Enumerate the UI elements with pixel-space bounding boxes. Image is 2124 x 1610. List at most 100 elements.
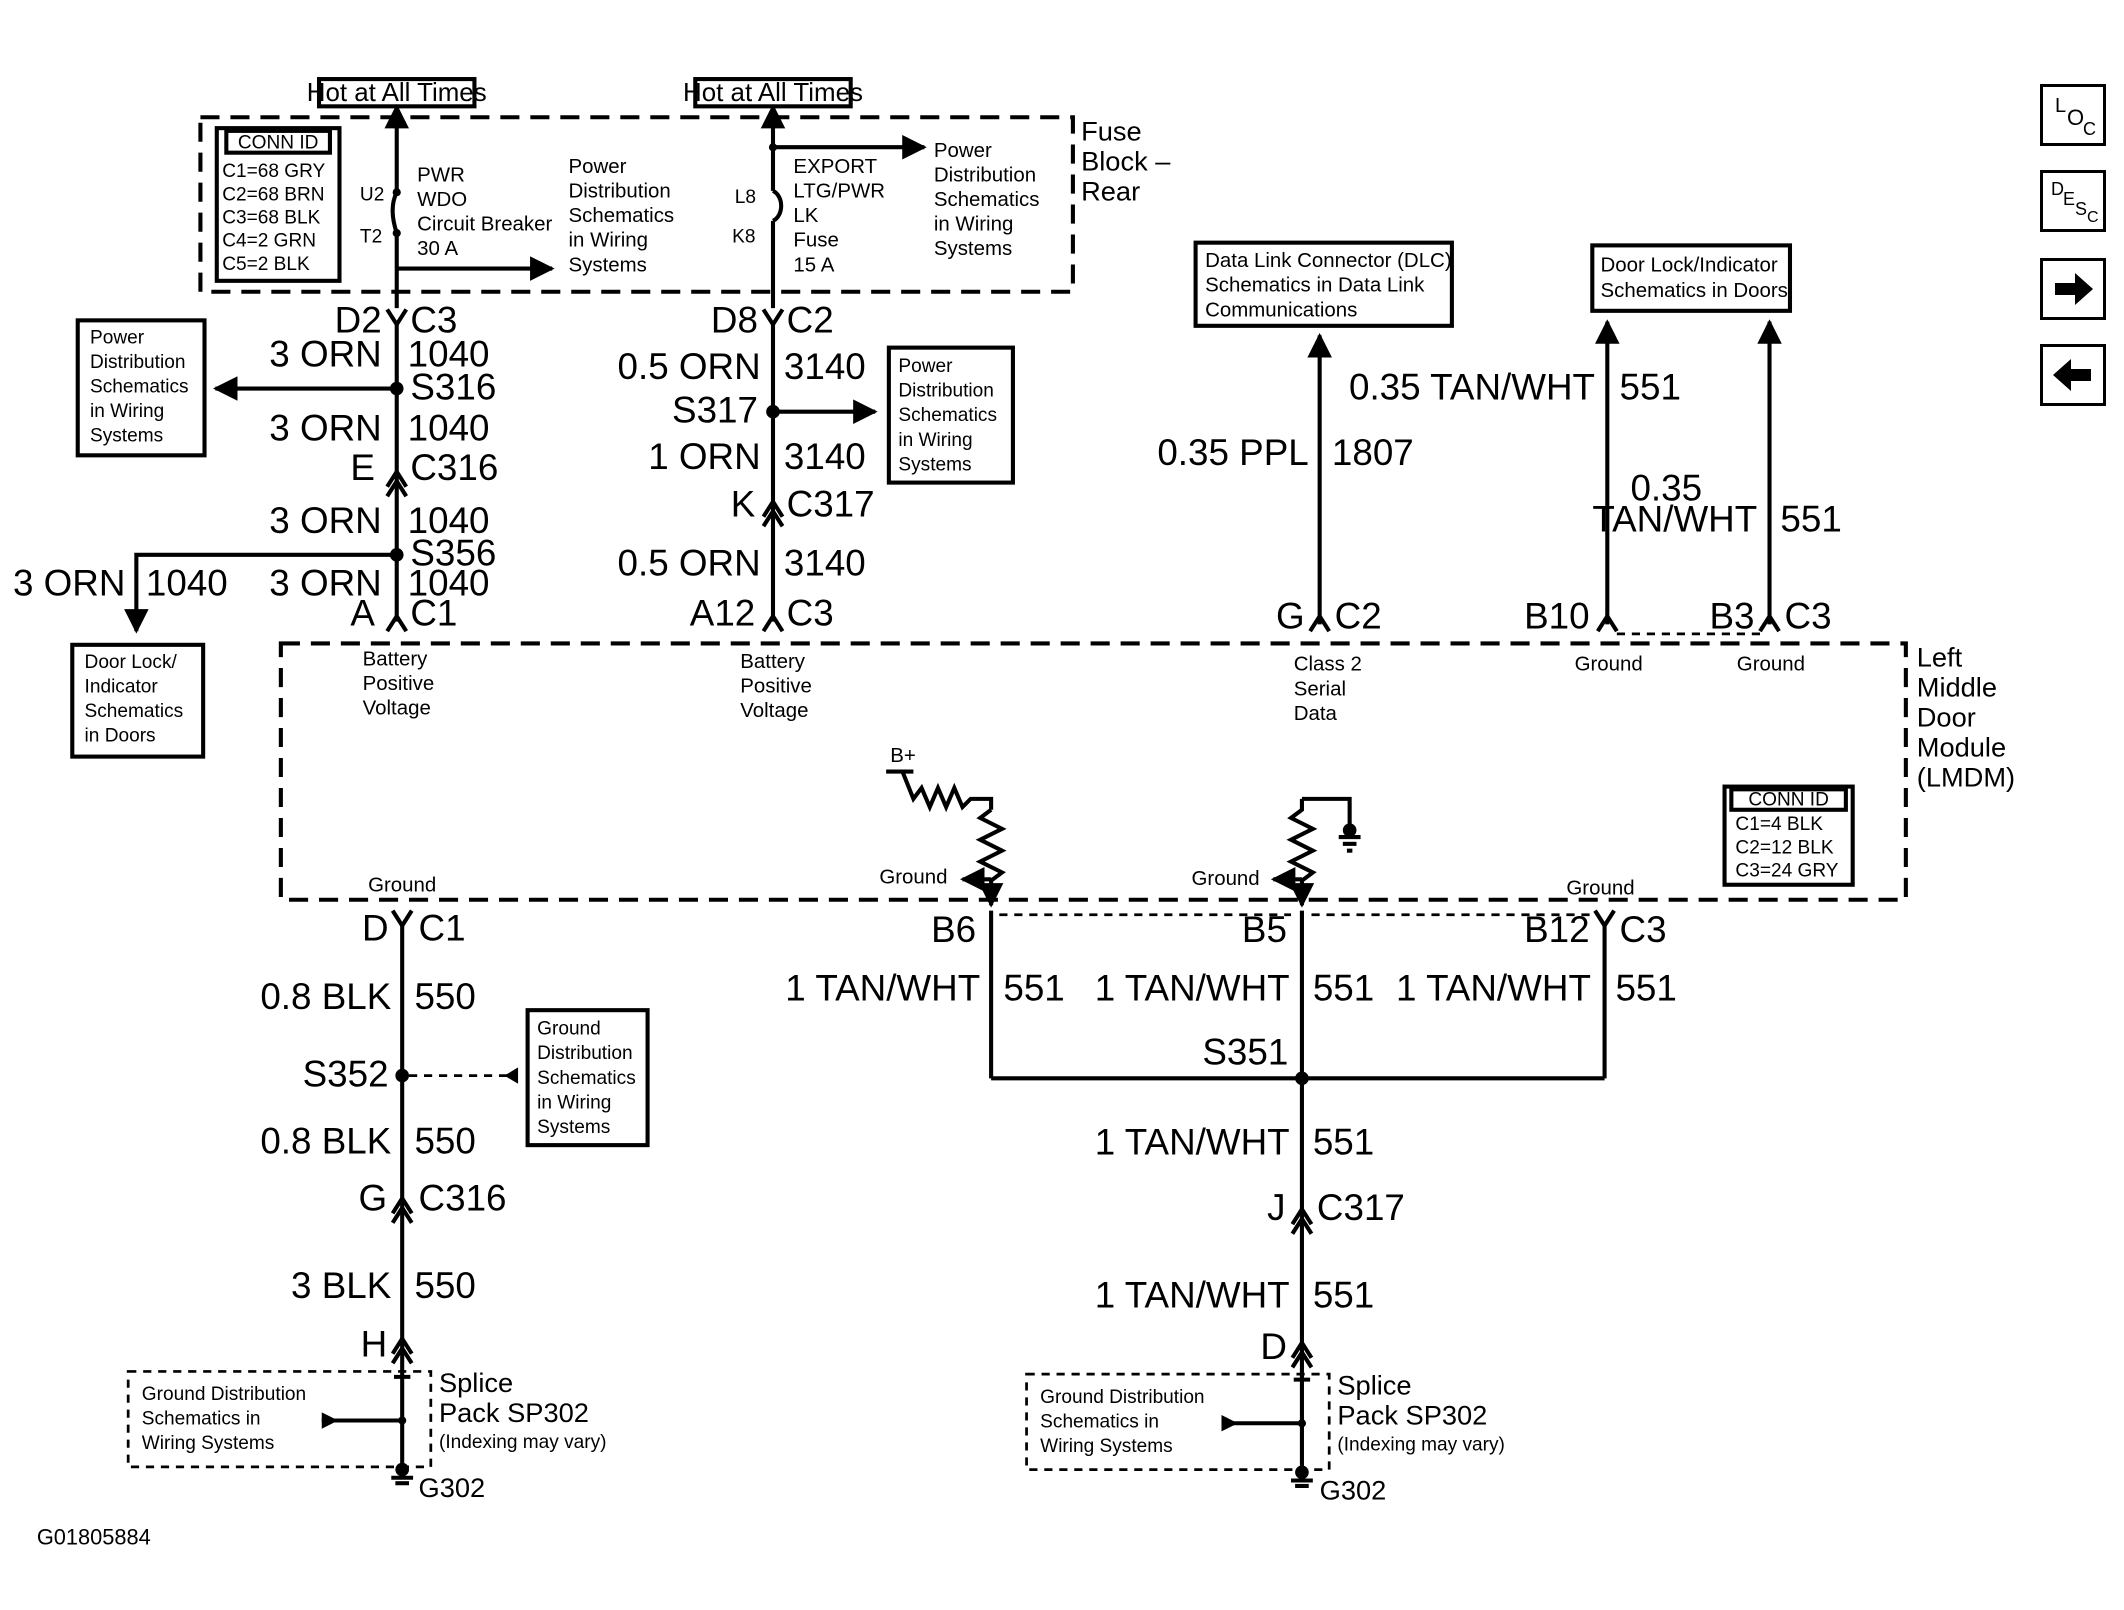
conn-c3: C3 <box>1620 909 1667 950</box>
wire-size-color: 3 ORN <box>269 500 381 541</box>
conn-id-line: C2=68 BRN <box>222 184 324 205</box>
battery-positive-voltage: Battery <box>363 647 429 670</box>
wire-size-color: 3 BLK <box>291 1265 392 1306</box>
pin-b5: B5 <box>1242 909 1287 950</box>
figure-id: G01805884 <box>37 1525 151 1550</box>
power-dist-ref-3: Power <box>90 328 145 349</box>
splice-label-s316: S316 <box>410 366 496 407</box>
power-dist-ref-4: Power <box>898 356 953 377</box>
circuit-number: 551 <box>1313 1274 1374 1315</box>
hot-at-all-times-box-2 <box>693 77 853 109</box>
wire-size-color: 1 TAN/WHT <box>1095 1274 1290 1315</box>
pin-h: H <box>361 1323 388 1364</box>
splice-s351 <box>1295 1071 1309 1086</box>
pin-e: E <box>350 447 375 488</box>
dlc-ref: Schematics in Data Link <box>1205 274 1425 297</box>
fuse-block-label: Block – <box>1081 145 1171 176</box>
power-dist-ref-3: Systems <box>90 426 163 447</box>
pin-k: K <box>731 484 756 525</box>
door-lock-ref-left: Schematics <box>85 701 184 722</box>
pin-g: G <box>1276 595 1305 636</box>
conn-id-line: C3=68 BLK <box>222 208 320 229</box>
conn-c316: C316 <box>419 1178 507 1219</box>
class2-serial-data: Serial <box>1294 677 1346 700</box>
pin-a: A <box>350 593 375 634</box>
circuit-number: 551 <box>1780 499 1841 540</box>
wire-size-color: 3 ORN <box>13 563 125 604</box>
wire-size-color: 1 TAN/WHT <box>785 968 980 1009</box>
pin-j: J <box>1267 1187 1285 1228</box>
ground-dist-ref: Distribution <box>537 1043 632 1064</box>
door-lock-ref-left: Door Lock/ <box>85 652 178 673</box>
conn-id-title: CONN ID <box>238 133 319 154</box>
conn-c3: C3 <box>1785 595 1832 636</box>
ground-dist-ref: in Wiring <box>537 1092 611 1113</box>
splice-label-s317: S317 <box>672 390 758 431</box>
next-button[interactable] <box>2040 258 2106 320</box>
pin-b6: B6 <box>931 909 976 950</box>
pin-b12: B12 <box>1524 909 1589 950</box>
circuit-number: 1040 <box>408 407 490 448</box>
ground-dist-ref: Wiring Systems <box>1040 1436 1173 1457</box>
ground-symbol <box>1342 823 1357 838</box>
ground-label: Ground <box>1575 653 1643 676</box>
power-dist-ref-2: Systems <box>934 237 1012 260</box>
fuse-tap-dot <box>768 143 778 152</box>
battery-positive-voltage: Positive <box>363 672 435 695</box>
power-dist-ref-2: in Wiring <box>934 212 1014 235</box>
desc-letter: E <box>2063 189 2076 209</box>
conn-c317: C317 <box>787 484 875 525</box>
ground-dist-ref: Schematics <box>537 1068 636 1089</box>
fuse-label: Fuse <box>793 229 838 252</box>
power-dist-ref-4: Distribution <box>898 381 993 402</box>
pin-d8: D8 <box>711 300 758 341</box>
breaker-label: Circuit Breaker <box>417 212 552 235</box>
splice-dot <box>1297 1419 1307 1428</box>
ground-dist-ref: Ground Distribution <box>142 1384 306 1405</box>
location-button[interactable]: L O C <box>2040 84 2106 146</box>
ground-label: Ground <box>1737 653 1805 676</box>
breaker-label: PWR <box>417 163 465 186</box>
b-plus-label: B+ <box>890 744 916 767</box>
door-lock-ref-right: Schematics in Doors <box>1600 279 1787 302</box>
circuit-number: 1807 <box>1332 432 1414 473</box>
loc-letter: L <box>2055 95 2067 117</box>
ground-dist-box <box>525 1008 650 1148</box>
wire-size-color: 3 ORN <box>269 563 381 604</box>
desc-letter: C <box>2087 209 2099 226</box>
conn-id-line: C1=4 BLK <box>1735 814 1823 835</box>
splice-pack-note: (Indexing may vary) <box>1337 1434 1505 1455</box>
fuse-label: 15 A <box>793 253 834 276</box>
battery-positive-voltage: Positive <box>740 675 812 698</box>
wire-size-color: 0.5 ORN <box>618 542 761 583</box>
splice-pack-label: Splice <box>439 1367 513 1398</box>
fuse-label: LTG/PWR <box>793 180 885 203</box>
loc-letter: C <box>2083 119 2096 139</box>
ground-dist-ref: Schematics in <box>142 1409 261 1430</box>
pin-a12: A12 <box>690 593 755 634</box>
wire-size-color: 0.35 TAN/WHT <box>1349 366 1595 407</box>
pin-d2: D2 <box>335 300 382 341</box>
ground-label: Ground <box>879 865 947 888</box>
conn-id-line: C3=24 GRY <box>1735 861 1838 882</box>
conn-c316: C316 <box>410 447 498 488</box>
conn-id-line: C4=2 GRN <box>222 231 316 252</box>
splice-dot <box>398 1416 407 1425</box>
ground-dist-ref: Wiring Systems <box>142 1433 275 1454</box>
door-lock-ref-left: Indicator <box>85 677 159 698</box>
conn-c2: C2 <box>787 300 834 341</box>
description-button[interactable]: D E S C <box>2040 170 2106 232</box>
battery-positive-voltage: Voltage <box>740 699 808 722</box>
dlc-ref: Communications <box>1205 298 1357 321</box>
wire-size-color: 0.8 BLK <box>260 1120 391 1161</box>
arrow-left-icon <box>2053 359 2091 391</box>
ground-dist-ref: Systems <box>537 1117 610 1138</box>
breaker-label: WDO <box>417 188 467 211</box>
conn-c2: C2 <box>1335 595 1382 636</box>
power-dist-ref-2: Power <box>934 139 992 162</box>
wire-size-color: 0.35 <box>1630 467 1702 508</box>
wire-size-color: 0.5 ORN <box>618 346 761 387</box>
pin-b10: B10 <box>1524 595 1589 636</box>
previous-button[interactable] <box>2040 344 2106 406</box>
ground-dist-ref: Ground Distribution <box>1040 1387 1204 1408</box>
